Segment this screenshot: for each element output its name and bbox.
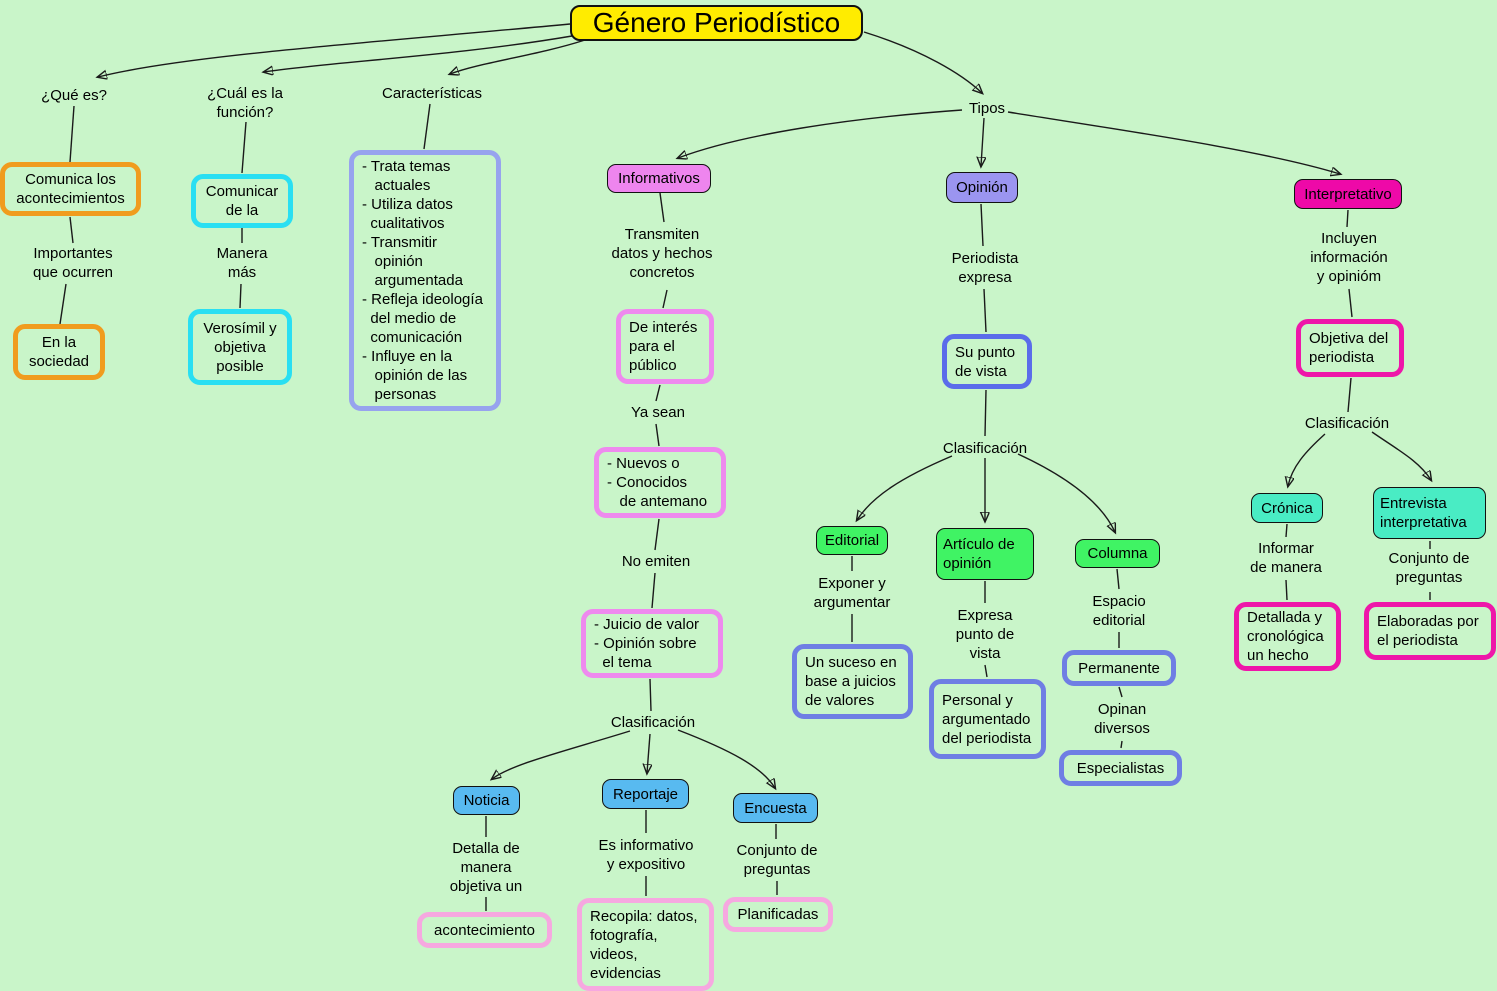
edge-manera-verosimil (239, 283, 242, 309)
edge-title-cual-funcion (264, 35, 573, 72)
edge-de-interes-ya-sean (655, 384, 661, 402)
edge-title-caracteristicas (450, 39, 586, 74)
node-juicio: - Juicio de valor - Opinión sobre el tem… (581, 609, 723, 678)
edge-clasop-columna (1017, 453, 1115, 532)
label-informar: Informar de manera (1250, 540, 1322, 576)
edge-title-que-es (98, 23, 571, 77)
edge-clasinf-encuesta (677, 729, 775, 788)
edge-transmiten-de-interes (662, 289, 668, 309)
node-su-punto: Su punto de vista (942, 334, 1032, 389)
node-articulo: Artículo de opinión (936, 528, 1034, 580)
edge-objetiva-clasint (1347, 377, 1352, 413)
node-comunicar: Comunicar de la (191, 174, 293, 228)
edge-cronica-informar (1285, 523, 1288, 538)
label-periodista: Periodista expresa (951, 250, 1019, 286)
label-clasificacion-informativos: Clasificación (610, 714, 696, 731)
edge-cual-comunicar (241, 121, 247, 174)
label-tipos: Tipos (968, 100, 1006, 117)
node-entrevista: Entrevista interpretativa (1373, 487, 1486, 539)
node-opinion: Opinión (946, 172, 1018, 203)
node-reportaje: Reportaje (602, 779, 689, 809)
node-de-interes: De interés para el público (616, 309, 714, 384)
node-objetiva: Objetiva del periodista (1296, 319, 1404, 377)
edge-clasinf-noticia (492, 730, 631, 779)
label-es-informativo: Es informativo y expositivo (598, 837, 694, 873)
edge-opinion-periodista (980, 203, 984, 247)
label-cual-funcion: ¿Cuál es la función? (207, 85, 283, 121)
edge-interpretativo-incluyen (1346, 209, 1349, 228)
edge-comunica-importantes (69, 216, 74, 244)
node-columna: Columna (1075, 539, 1160, 568)
edge-clasinf-reportaje (647, 733, 650, 773)
node-noticia: Noticia (453, 786, 520, 815)
label-que-es: ¿Qué es? (41, 87, 107, 104)
edge-informar-detallada (1285, 579, 1288, 601)
node-especialistas: Especialistas (1059, 750, 1182, 786)
label-exponer: Exponer y argumentar (813, 575, 891, 611)
edge-que-es-comunica (69, 105, 75, 163)
node-un-suceso: Un suceso en base a juicios de valores (792, 644, 913, 719)
title-node: Género Periodístico (570, 5, 863, 41)
edge-expresa-personal (984, 664, 988, 678)
edge-permanente-opinan (1118, 686, 1123, 698)
label-importantes: Importantes que ocurren (32, 245, 114, 281)
label-espacio: Espacio editorial (1092, 593, 1146, 629)
node-verosimil: Verosímil y objetiva posible (188, 309, 292, 385)
node-detallada: Detallada y cronológica un hecho (1234, 602, 1341, 671)
node-acontecimiento: acontecimiento (417, 912, 552, 948)
edge-tipos-opinion (981, 117, 984, 166)
edge-tipos-informativos (678, 109, 963, 158)
edge-su-punto-clasop (984, 389, 987, 437)
node-elaboradas: Elaboradas por el periodista (1364, 602, 1496, 660)
node-encuesta: Encuesta (733, 793, 818, 823)
edge-caracteristicas-box (423, 103, 431, 150)
node-editorial: Editorial (816, 526, 888, 555)
node-informativos: Informativos (607, 164, 711, 193)
label-caracteristicas: Características (381, 85, 483, 102)
edge-nuevos-no-emiten (654, 518, 660, 551)
label-detalla: Detalla de manera objetiva un (449, 840, 523, 895)
label-incluyen: Incluyen información y opinióm (1310, 230, 1388, 285)
node-interpretativo: Interpretativo (1294, 179, 1402, 209)
label-expresa-punto: Expresa punto de vista (955, 607, 1015, 662)
node-cronica: Crónica (1251, 493, 1323, 523)
node-caracteristicas-list: - Trata temas actuales - Utiliza datos c… (349, 150, 501, 411)
label-opinan: Opinan diversos (1094, 701, 1150, 737)
edge-clasop-editorial (857, 455, 953, 520)
edge-title-tipos (863, 31, 982, 93)
label-transmiten: Transmiten datos y hechos concretos (611, 226, 713, 281)
edge-clasint-entrevista (1371, 431, 1431, 480)
node-personal: Personal y argumentado del periodista (929, 679, 1046, 759)
label-conjunto-encuesta: Conjunto de preguntas (736, 842, 818, 878)
node-comunica: Comunica los acontecimientos (0, 162, 141, 216)
edge-columna-espacio (1116, 568, 1120, 590)
edge-informativos-transmiten (659, 192, 665, 223)
node-recopila: Recopila: datos, fotografía, videos, evi… (577, 898, 714, 991)
label-clasificacion-interpretativo: Clasificación (1304, 415, 1390, 432)
label-no-emiten: No emiten (621, 553, 691, 570)
edge-periodista-su-punto (983, 288, 987, 333)
edge-tipos-interpretativo (1007, 111, 1340, 174)
edge-opinan-especialistas (1120, 740, 1123, 749)
label-ya-sean: Ya sean (631, 404, 685, 421)
edge-no-emiten-juicio (651, 572, 656, 609)
edge-importantes-en-sociedad (59, 283, 67, 325)
edge-ya-sean-nuevos (655, 423, 660, 447)
edge-juicio-clasinf (649, 678, 652, 712)
node-planificadas: Planificadas (723, 897, 833, 932)
edge-clasint-cronica (1288, 433, 1326, 486)
edge-incluyen-objetiva (1348, 288, 1353, 318)
node-permanente: Permanente (1062, 650, 1176, 686)
node-en-sociedad: En la sociedad (13, 324, 105, 380)
label-manera-mas: Manera más (216, 245, 268, 281)
label-clasificacion-opinion: Clasificación (942, 440, 1028, 457)
node-nuevos: - Nuevos o - Conocidos de antemano (594, 447, 726, 518)
label-conjunto-entrevista: Conjunto de preguntas (1388, 550, 1470, 586)
